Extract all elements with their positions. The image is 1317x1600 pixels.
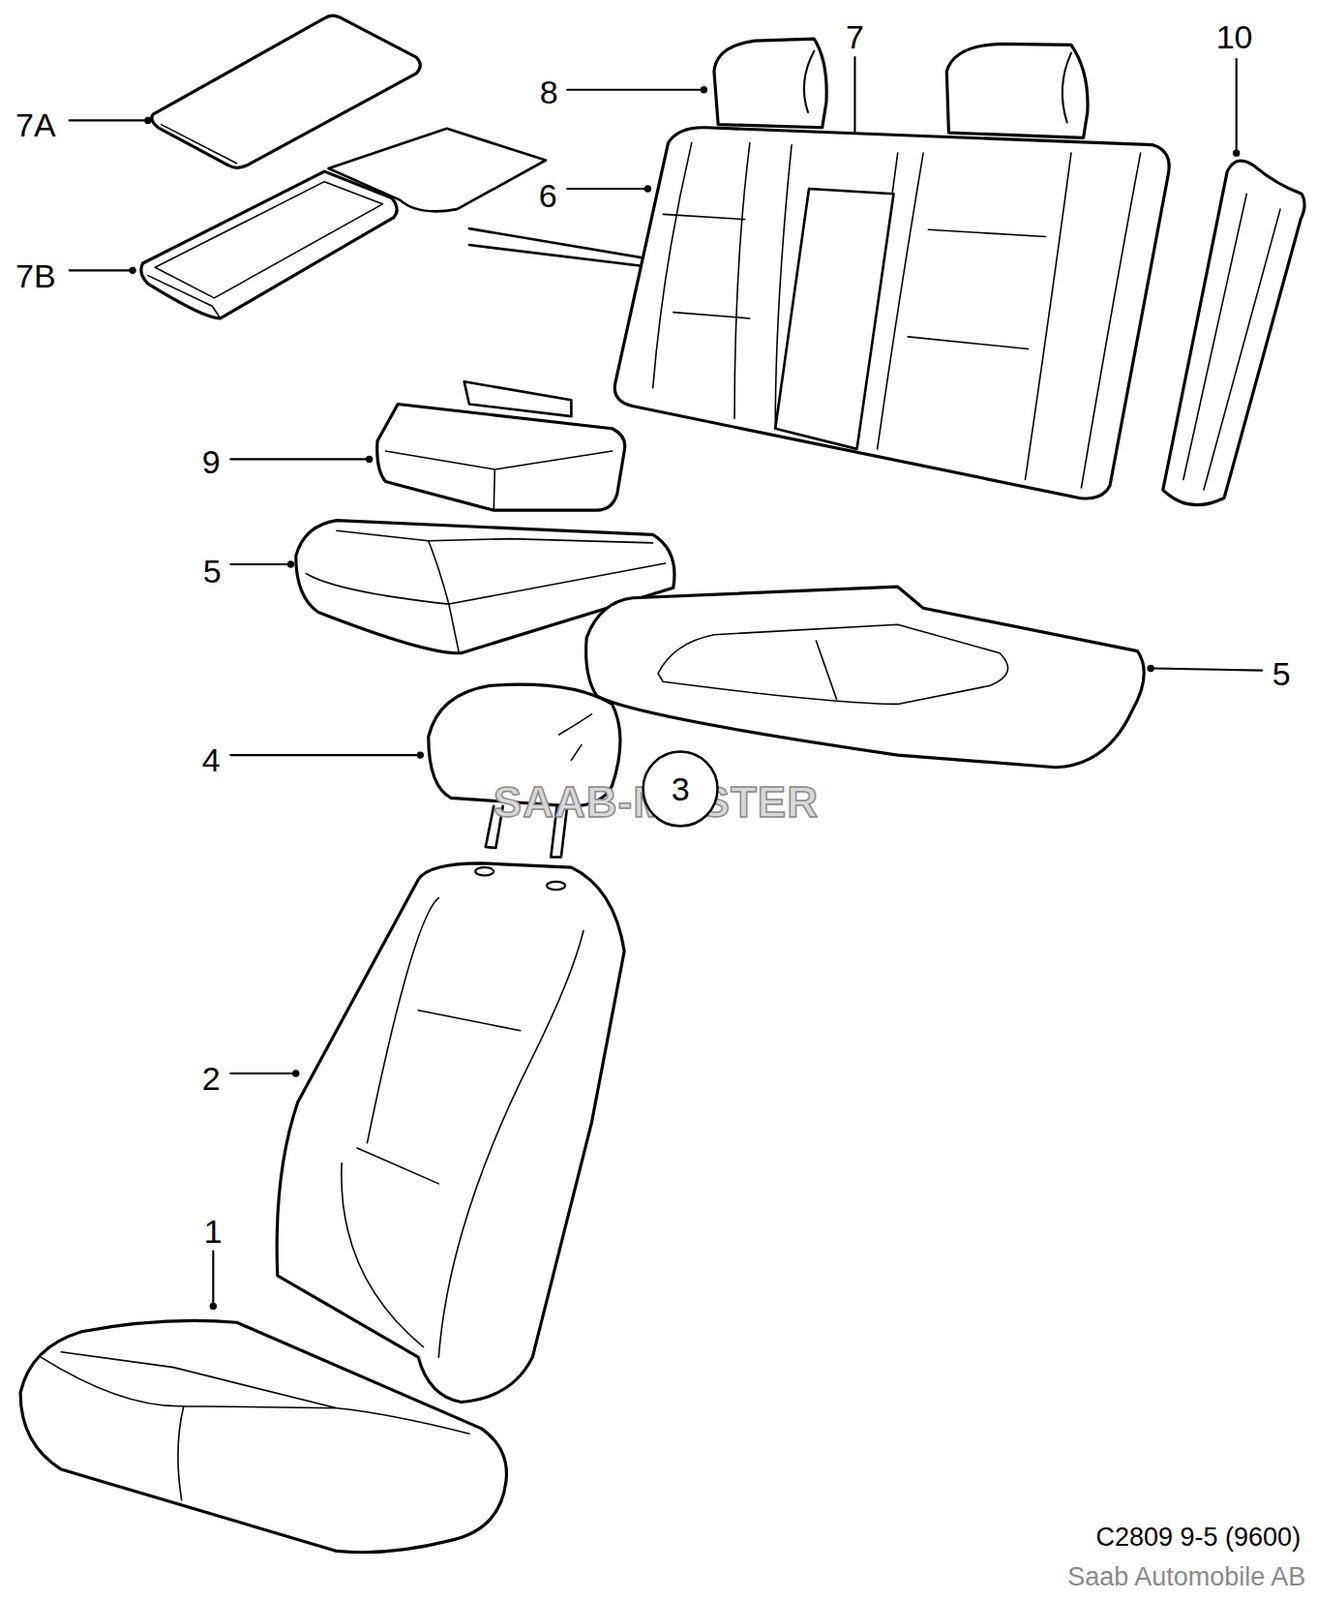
callout-number: 8	[539, 75, 559, 109]
leader-lines	[69, 57, 1262, 1309]
callout-number: 2	[202, 1061, 221, 1095]
callout-number: 3	[671, 772, 690, 806]
callout-number: 7	[845, 20, 865, 54]
callout-number: 6	[538, 179, 558, 212]
callout-number: 1	[204, 1214, 223, 1248]
copyright-note: Saab Automobile AB	[1067, 1562, 1306, 1589]
callout-number: 5	[1272, 657, 1291, 690]
callout-number: 7B	[15, 259, 57, 293]
callout-circle: 3	[641, 749, 719, 828]
callout-number: 10	[1216, 20, 1254, 54]
callout-number: 7A	[15, 108, 57, 142]
drawing-code: C2809 9-5 (9600)	[1095, 1523, 1301, 1550]
callout-number: 9	[202, 445, 221, 479]
callout-number: 5	[203, 554, 222, 588]
callout-number: 4	[202, 743, 221, 777]
